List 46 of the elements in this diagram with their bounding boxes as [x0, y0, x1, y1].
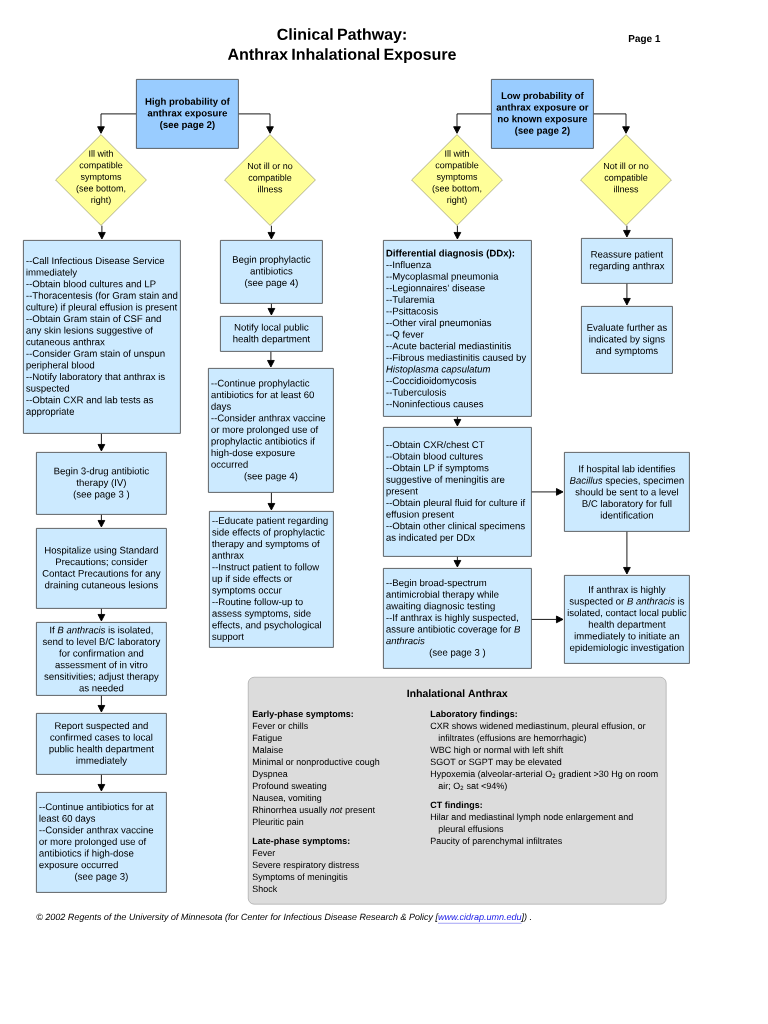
arrow — [593, 113, 630, 134]
process-box: Hospitalize using Standard Precautions; consider Contact Precautions for any draining cutaneous lesions — [36, 528, 167, 609]
arrow — [531, 615, 564, 624]
process-box: --Obtain CXR/chest CT --Obtain blood cultures --Obtain LP if symptoms suggestive of meningitis are present --Obtain pleural fluid for culture if effusion present --Obtain other clinical specimens as indicated per DDx — [383, 427, 532, 557]
process-box: Begin 3-drug antibiotic therapy (IV) (see page 3 ) — [36, 452, 167, 515]
arrow — [97, 433, 106, 452]
process-box: Notify local public health department — [220, 316, 323, 352]
process-box: Report suspected and confirmed cases to local public health department immediately — [36, 713, 167, 775]
symptoms-panel: Inhalational Anthrax Early-phase symptoms: Fever or chills Fatigue Malaise Minimal or nonproductive cough Dyspnea Profound sweating Nausea, vomiting Rhinorrhea usually not present Pleuritic pain Late-phase symptoms: Fever Severe respiratory distress Symptoms of meningitis Shock Laboratory findings: CXR shows widened mediastinum, pleural effusion, or infiltrates (effusions are hemorrhagic) WBC high or normal with left shift SGOT or SGPT may be elevated Hypoxemia (alveolar-arterial O$_{2}$ gradient >30 Hg on room air; O$_{2}$ sat <94%) CT findings: Hilar and mediastinal lymph node enlargement and pleural effusions Paucity of parenchymal infiltrates — [248, 677, 667, 905]
arrow — [97, 113, 137, 134]
arrow — [453, 113, 492, 134]
process-box: If hospital lab identifies Bacillus species, specimen should be sent to a level B/C laboratory for full identification — [564, 452, 690, 532]
page-number: Page 1 — [628, 35, 661, 45]
arrow — [267, 351, 275, 368]
process-box: --Educate patient regarding side effects of prophylactic therapy and symptoms of anthrax --Instruct patient to follow up if side effects or symptoms occur --Routine follow-up to assess symptoms, side effects, and psychological support — [209, 511, 334, 648]
arrow — [97, 774, 106, 792]
arrow — [453, 556, 462, 568]
arrow — [98, 225, 106, 240]
arrow — [267, 225, 276, 240]
process-box: If B anthracis is isolated, send to level B/C laboratory for confirmation and assessment of in vitro sensitivities; adjust therapy as needed — [36, 622, 167, 696]
process-box: --Continue prophylactic antibiotics for at least 60 days --Consider anthrax vaccine or more prolonged use of prophylactic antibiotics if high-dose exposure occurred (see page 4) — [208, 368, 334, 493]
arrow — [267, 492, 276, 511]
arrow — [267, 303, 276, 316]
process-box: If anthrax is highly suspected or B anthracis is isolated, contact local public health department immediately to initiate an epidemiologic investigation — [564, 575, 690, 664]
copyright-note: © 2002 Regents of the University of Minnesota (for Center for Infectious Disease Research & Policy [ — [36, 913, 439, 922]
process-box: Differential diagnosis (DDx): --Influenza --Mycoplasmal pneumonia --Legionnaires’ disease --Tularemia --Psittacosis --Other viral pneumonias --Q fever --Acute bacterial mediastinitis --Fibrous mediastinitis caused by Histoplasma capsulatum --Coccidioidomycosis --Tuberculosis --Noninfectious causes — [383, 240, 532, 417]
arrow — [623, 531, 631, 575]
arrow — [453, 225, 462, 240]
arrow — [623, 225, 631, 238]
process-box: Evaluate further as indicated by signs and symptoms — [581, 306, 673, 374]
process-box: Reassure patient regarding anthrax — [581, 238, 673, 284]
process-box: --Continue antibiotics for at least 60 days --Consider anthrax vaccine or more prolonged use of antibiotics if high-dose exposure occurred (see page 3) — [36, 792, 167, 893]
title: Clinical Pathway: Anthrax Inhalational Exposure — [227, 28, 456, 64]
process-box: Low probability of anthrax exposure or no known exposure (see page 2) — [491, 79, 594, 149]
process-box: Begin prophylactic antibiotics (see page 4) — [220, 240, 323, 304]
arrow — [453, 416, 462, 427]
process-box: High probability of anthrax exposure (see page 2) — [136, 79, 239, 149]
arrow — [623, 283, 631, 306]
arrow — [97, 608, 106, 622]
footer-text: ]) . — [520, 913, 531, 922]
arrow — [238, 113, 274, 134]
arrow — [531, 488, 564, 496]
arrow — [97, 695, 106, 713]
process-box: --Begin broad-spectrum antimicrobial therapy while awaiting diagnosic testing --If anthrax is highly suspected, assure antibiotic coverage for B anthracis (see page 3 ) — [383, 568, 532, 669]
process-box: --Call Infectious Disease Service immediately --Obtain blood cultures and LP --Thoracentesis (for Gram stain and culture) if pleural effusion is present --Obtain Gram stain of CSF and any skin lesions suggestive of cutaneous anthrax --Consider Gram stain of unspun peripheral blood --Notify laboratory that anthrax is suspected --Obtain CXR and lab tests as appropriate — [23, 240, 181, 434]
arrow — [97, 514, 106, 528]
